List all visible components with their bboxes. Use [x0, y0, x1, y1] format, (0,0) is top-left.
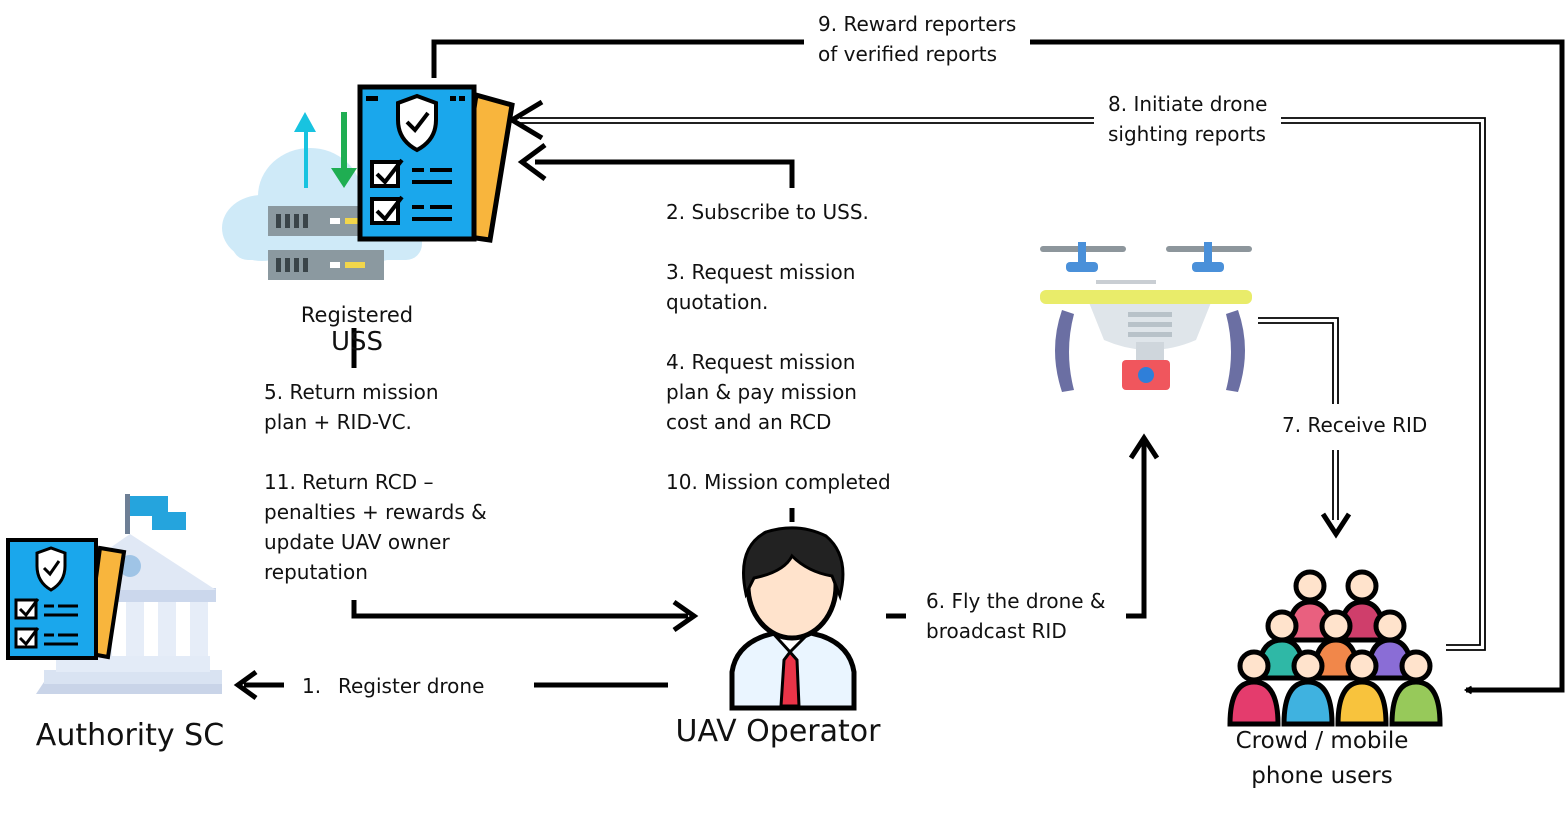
connector-step8 [520, 117, 1486, 651]
connector-step8-arrowhead [507, 99, 544, 141]
entity-authority-name: Authority SC [35, 718, 225, 753]
entity-uss-small: Registered [300, 303, 414, 327]
connector-step7 [1258, 317, 1339, 520]
step5-11-label: 5. Return mission plan + RID-VC. 11. Ret… [264, 377, 487, 587]
crowd-icon [1227, 569, 1443, 727]
step6-label: 6. Fly the drone & broadcast RID [926, 586, 1106, 646]
operator-person-icon [729, 526, 857, 711]
step10-label: 10. Mission completed [666, 467, 891, 497]
step8-label: 8. Initiate drone sighting reports [1094, 89, 1282, 149]
step2-4-label: 2. Subscribe to USS. 3. Request mission … [666, 197, 879, 437]
entity-operator-name: UAV Operator [675, 714, 881, 749]
connector-step5-11 [351, 600, 688, 619]
authority-building-icon [6, 494, 222, 694]
connector-step6-arrowhead [1128, 433, 1160, 460]
step1-label: Register drone [338, 671, 485, 701]
connector-step5-11-arrowhead [672, 599, 699, 633]
connector-step7-arrowhead [1320, 512, 1352, 539]
entity-uss-big: USS [330, 327, 384, 357]
uss-document-icon [357, 84, 515, 243]
entity-uss-name: Registered USS [262, 284, 452, 357]
step7-label: 7. Receive RID [1282, 410, 1428, 440]
connector-step2-4 [535, 159, 795, 188]
connector-step2-4-arrowhead [517, 142, 547, 182]
step1-number: 1. [302, 671, 322, 701]
step9-label: 9. Reward reporters of verified reports [804, 9, 1031, 69]
connector-step9 [431, 39, 1565, 695]
drone-icon [1040, 242, 1252, 392]
entity-crowd-name: Crowd / mobile phone users [1235, 728, 1409, 789]
connector-step6-up [1126, 442, 1147, 619]
connector-step1-arrowhead [233, 669, 258, 701]
